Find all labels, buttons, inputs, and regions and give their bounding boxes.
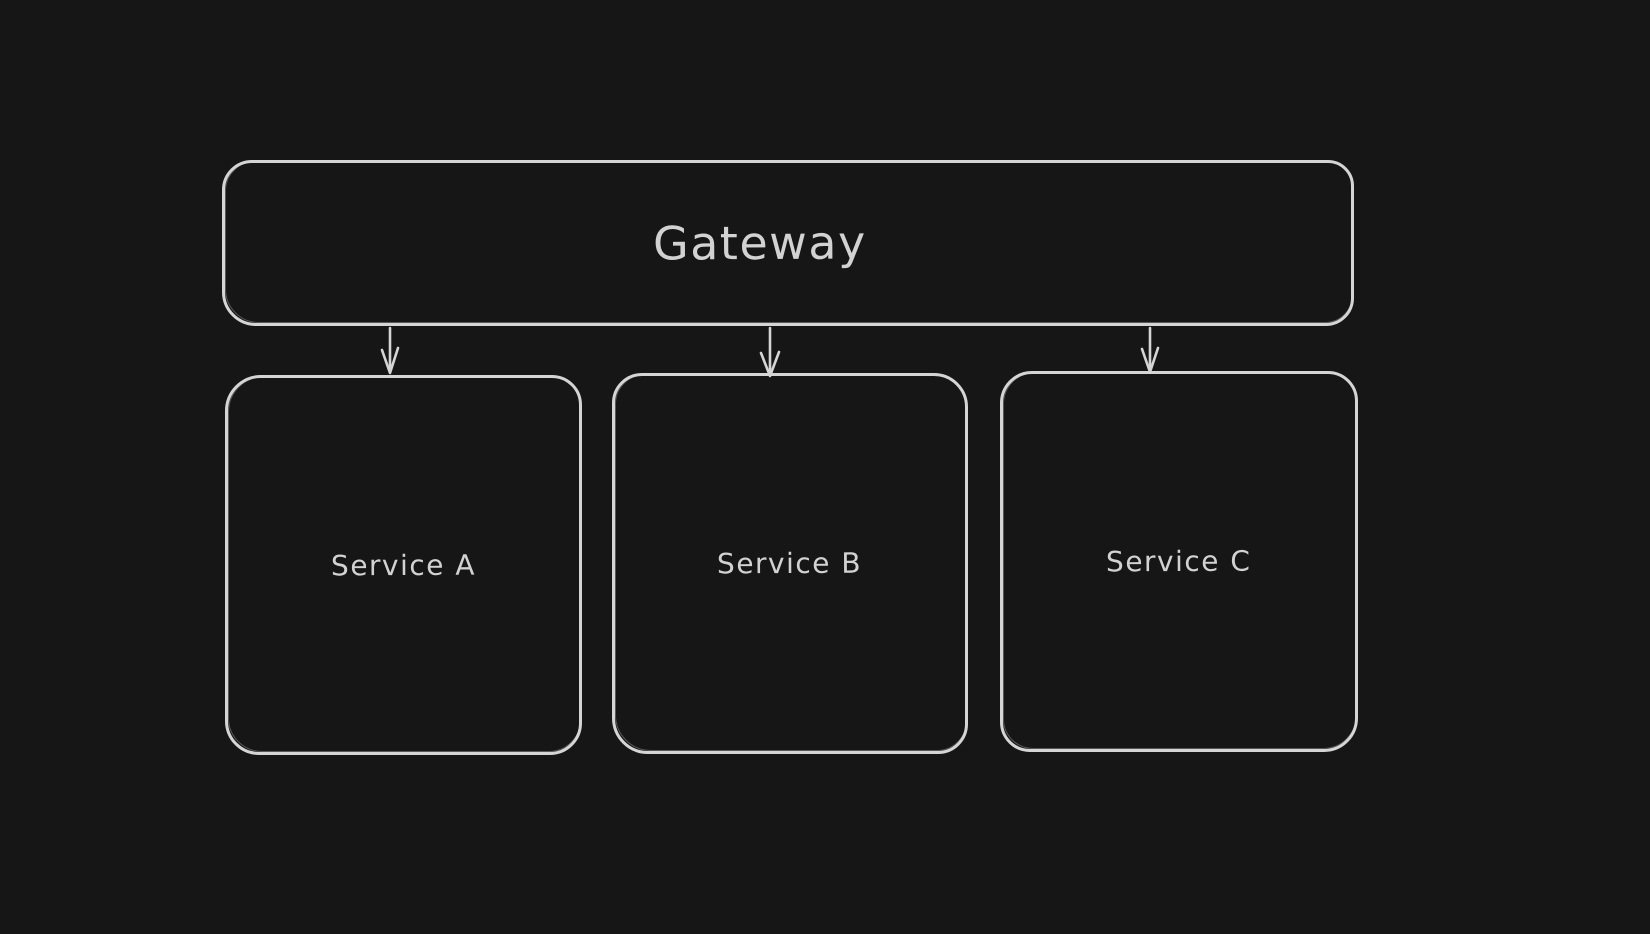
node-service-b-label: Service B: [717, 546, 863, 581]
node-service-c[interactable]: Service C: [1000, 371, 1358, 752]
node-service-b[interactable]: Service B: [612, 373, 968, 754]
node-service-a[interactable]: Service A: [225, 375, 582, 755]
arrow-gateway-to-service-b[interactable]: [759, 326, 781, 378]
node-service-c-label: Service C: [1106, 544, 1252, 579]
node-gateway[interactable]: Gateway: [222, 160, 1354, 326]
arrow-gateway-to-service-a[interactable]: [380, 326, 400, 375]
node-gateway-label: Gateway: [653, 215, 867, 271]
arrow-gateway-to-service-c[interactable]: [1140, 326, 1160, 374]
node-service-a-label: Service A: [330, 548, 477, 582]
